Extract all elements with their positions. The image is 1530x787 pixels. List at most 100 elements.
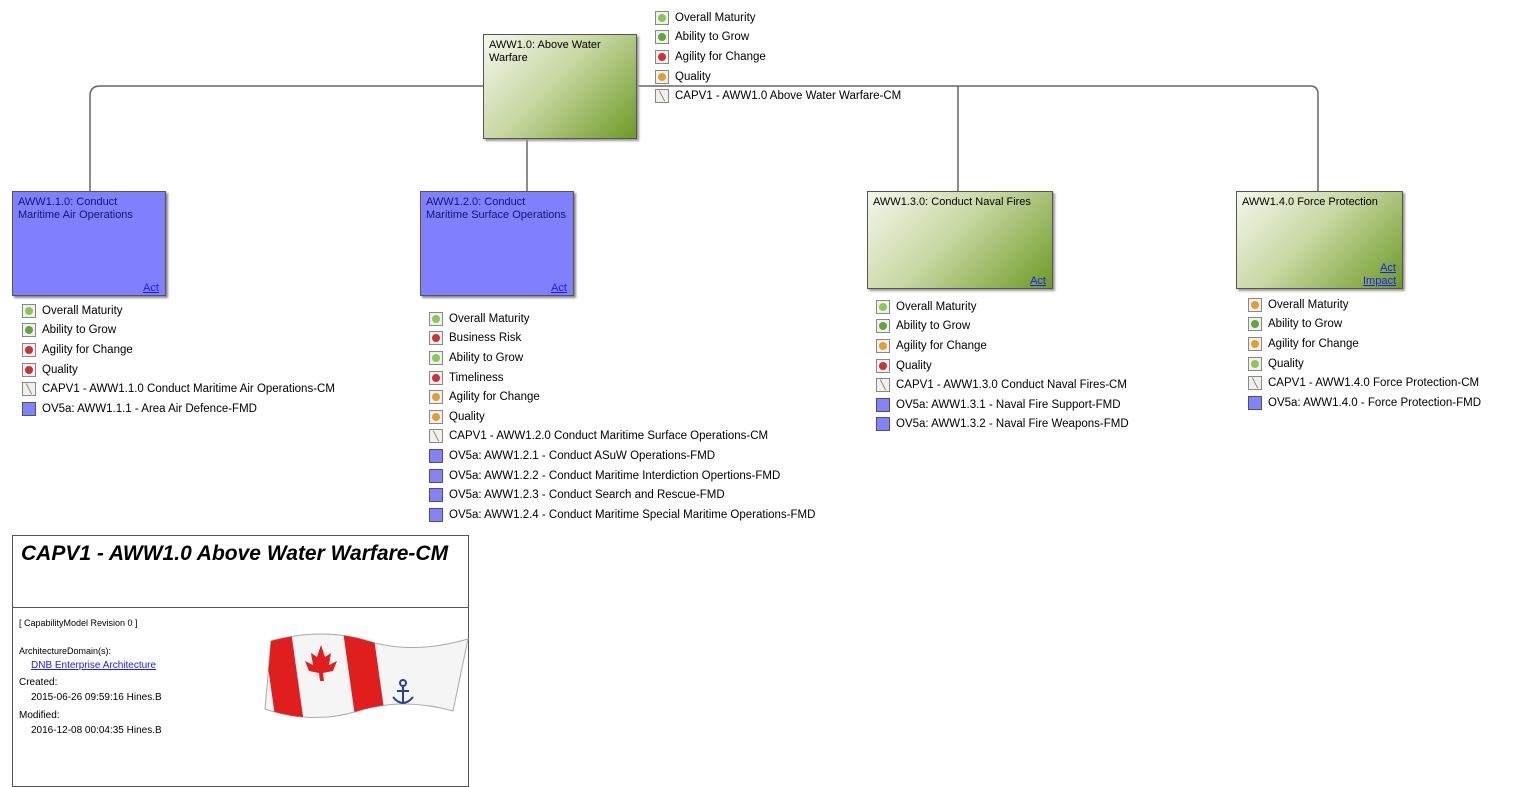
attribute-label: CAPV1 - AWW1.0 Above Water Warfare-CM xyxy=(675,90,902,103)
domain-label: ArchitectureDomain(s): xyxy=(19,646,112,656)
attribute-label: OV5a: AWW1.3.1 - Naval Fire Support-FMD xyxy=(896,398,1121,411)
node-title: AWW1.4.0 Force Protection xyxy=(1242,196,1378,208)
attribute-item[interactable]: Quality xyxy=(876,356,1129,376)
attribute-item[interactable]: OV5a: AWW1.3.1 - Naval Fire Support-FMD xyxy=(876,395,1129,415)
attribute-item[interactable]: OV5a: AWW1.4.0 - Force Protection-FMD xyxy=(1248,393,1481,413)
act-link[interactable]: Act xyxy=(1030,275,1046,287)
orange-dot-icon xyxy=(429,409,443,424)
orange-dot-icon xyxy=(876,338,890,353)
attribute-item[interactable]: Agility for Change xyxy=(22,340,335,360)
attribute-label: Ability to Grow xyxy=(675,31,750,44)
attribute-item[interactable]: Overall Maturity xyxy=(22,301,335,321)
node-aww1-2-0[interactable]: AWW1.2.0: Conduct Maritime Surface Opera… xyxy=(420,191,574,296)
attribute-item[interactable]: ╲ CAPV1 - AWW1.0 Above Water Warfare-CM xyxy=(655,86,901,106)
function-model-icon xyxy=(876,397,890,412)
attribute-item[interactable]: Ability to Grow xyxy=(429,348,815,368)
capability-model-icon: ╲ xyxy=(655,89,669,104)
attribute-label: CAPV1 - AWW1.3.0 Conduct Naval Fires-CM xyxy=(896,379,1127,392)
panel-title: CAPV1 - AWW1.0 Above Water Warfare-CM xyxy=(13,536,468,608)
attribute-label: Overall Maturity xyxy=(675,11,756,24)
node-aww1-0[interactable]: AWW1.0: Above Water Warfare xyxy=(483,34,637,139)
node-title: AWW1.2.0: Conduct Maritime Surface Opera… xyxy=(426,196,566,221)
attribute-item[interactable]: Agility for Change xyxy=(655,47,901,67)
green-dot-icon xyxy=(429,311,443,326)
attribute-item[interactable]: Agility for Change xyxy=(1248,334,1481,354)
function-model-icon xyxy=(429,468,443,483)
attribute-item[interactable]: Agility for Change xyxy=(876,336,1129,356)
function-model-icon xyxy=(429,507,443,522)
green-dot-icon xyxy=(22,303,36,318)
attribute-item[interactable]: Ability to Grow xyxy=(655,28,901,48)
attribute-item[interactable]: ╲CAPV1 - AWW1.3.0 Conduct Naval Fires-CM xyxy=(876,375,1129,395)
modified-label: Modified: xyxy=(19,710,60,721)
green-dot-icon xyxy=(22,323,36,338)
orange-dot-icon xyxy=(1248,297,1262,312)
attribute-item[interactable]: ╲ CAPV1 - AWW1.2.0 Conduct Maritime Surfa… xyxy=(429,427,815,447)
created-label: Created: xyxy=(19,677,58,688)
act-link[interactable]: Act xyxy=(1380,262,1396,274)
attribute-label: Quality xyxy=(1268,357,1304,370)
attribute-label: Agility for Change xyxy=(675,50,766,63)
impact-link[interactable]: Impact xyxy=(1362,275,1396,287)
capability-model-icon: ╲ xyxy=(429,429,443,444)
node-aww1-4-0[interactable]: AWW1.4.0 Force Protection Act Impact xyxy=(1236,191,1403,289)
attribute-item[interactable]: Overall Maturity xyxy=(429,309,815,329)
attribute-label: CAPV1 - AWW1.4.0 Force Protection-CM xyxy=(1268,377,1480,390)
attribute-label: Agility for Change xyxy=(42,343,133,356)
green-dot-icon xyxy=(876,299,890,314)
attribute-item[interactable]: Quality xyxy=(655,67,901,87)
attribute-item[interactable]: Ability to Grow xyxy=(1248,315,1481,335)
attribute-item[interactable]: Overall Maturity xyxy=(655,8,901,28)
green-dot-icon xyxy=(655,30,669,45)
attribute-item[interactable]: ╲ CAPV1 - AWW1.4.0 Force Protection-CM xyxy=(1248,373,1481,393)
attribute-item[interactable]: Overall Maturity xyxy=(876,297,1129,317)
attribute-item[interactable]: Timeliness xyxy=(429,368,815,388)
attribute-label: OV5a: AWW1.2.3 - Conduct Search and Resc… xyxy=(449,489,725,502)
attribute-item[interactable]: Overall Maturity xyxy=(1248,295,1481,315)
attribute-item[interactable]: Agility for Change xyxy=(429,387,815,407)
node-aww1-1-0[interactable]: AWW1.1.0: Conduct Maritime Air Operation… xyxy=(12,191,166,296)
attribute-label: OV5a: AWW1.2.4 - Conduct Maritime Specia… xyxy=(449,508,816,521)
function-model-icon xyxy=(1248,395,1262,410)
attribute-item[interactable]: OV5a: AWW1.2.3 - Conduct Search and Resc… xyxy=(429,485,815,505)
attribute-item[interactable]: OV5a: AWW1.2.1 - Conduct ASuW Operations… xyxy=(429,446,815,466)
node-title: AWW1.1.0: Conduct Maritime Air Operation… xyxy=(18,196,133,221)
attribute-item[interactable]: OV5a: AWW1.2.4 - Conduct Maritime Specia… xyxy=(429,505,815,525)
attribute-item[interactable]: Quality xyxy=(429,407,815,427)
attribute-item[interactable]: Ability to Grow xyxy=(876,317,1129,337)
attribute-item[interactable]: ╲CAPV1 - AWW1.1.0 Conduct Maritime Air O… xyxy=(22,379,335,399)
green-dot-icon xyxy=(655,10,669,25)
attribute-item[interactable]: OV5a: AWW1.3.2 - Naval Fire Weapons-FMD xyxy=(876,415,1129,435)
attribute-item[interactable]: Quality xyxy=(1248,354,1481,374)
capability-model-icon: ╲ xyxy=(1248,376,1262,391)
created-value: 2015-06-26 09:59:16 Hines.B xyxy=(31,692,162,703)
attribute-label: Overall Maturity xyxy=(449,312,530,325)
attribute-item[interactable]: OV5a: AWW1.2.2 - Conduct Maritime Interd… xyxy=(429,466,815,486)
attribute-item[interactable]: OV5a: AWW1.1.1 - Area Air Defence-FMD xyxy=(22,399,335,419)
attribute-item[interactable]: Ability to Grow xyxy=(22,321,335,341)
function-model-icon xyxy=(876,417,890,432)
attribute-label: CAPV1 - AWW1.1.0 Conduct Maritime Air Op… xyxy=(42,383,335,396)
attribute-label: CAPV1 - AWW1.2.0 Conduct Maritime Surfac… xyxy=(449,430,769,443)
canadian-navy-flag-icon xyxy=(264,633,469,718)
domain-link[interactable]: DNB Enterprise Architecture xyxy=(31,660,157,671)
attribute-item[interactable]: Business Risk xyxy=(429,329,815,349)
attribute-label: OV5a: AWW1.4.0 - Force Protection-FMD xyxy=(1268,396,1482,409)
orange-dot-icon xyxy=(429,390,443,405)
attribute-item[interactable]: Quality xyxy=(22,360,335,380)
attribute-label: Agility for Change xyxy=(449,391,540,404)
act-link[interactable]: Act xyxy=(551,282,567,294)
attribute-label: OV5a: AWW1.2.1 - Conduct ASuW Operations… xyxy=(449,449,716,462)
green-dot-icon xyxy=(1248,317,1262,332)
orange-dot-icon xyxy=(1248,336,1262,351)
red-dot-icon xyxy=(429,331,443,346)
attribute-label: Quality xyxy=(42,363,78,376)
attribute-label: Agility for Change xyxy=(1268,337,1359,350)
red-dot-icon xyxy=(655,49,669,64)
act-link[interactable]: Act xyxy=(143,282,159,294)
node-aww1-3-0[interactable]: AWW1.3.0: Conduct Naval Fires Act xyxy=(867,191,1053,289)
